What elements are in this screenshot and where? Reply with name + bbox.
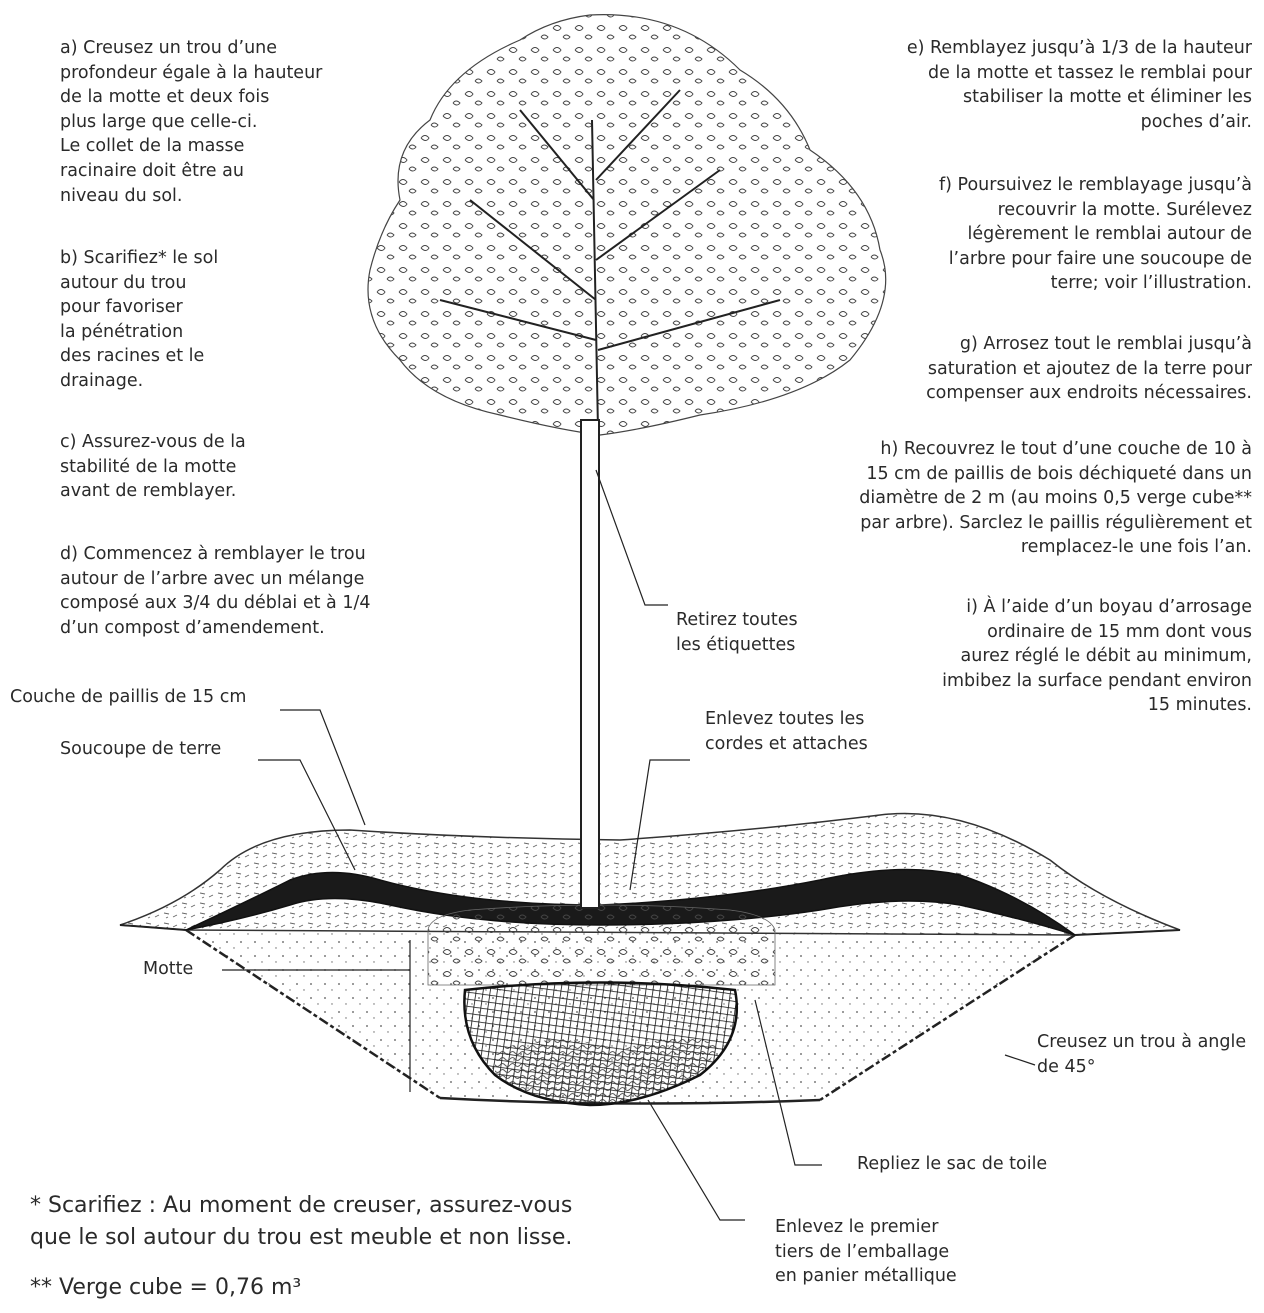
label-angle-45: Creusez un trou à angle de 45° — [1037, 1030, 1262, 1079]
footnote-verge-cube: ** Verge cube = 0,76 m³ — [30, 1272, 730, 1304]
root-mass — [428, 905, 775, 985]
tree-trunk — [581, 420, 599, 908]
step-h: h) Recouvrez le tout d’une couche de 10 … — [740, 437, 1252, 560]
step-f: f) Poursuivez le remblayage jusqu’à reco… — [800, 173, 1252, 296]
label-retirez-etiquettes: Retirez toutes les étiquettes — [676, 608, 856, 657]
label-repliez-sac: Repliez le sac de toile — [857, 1152, 1117, 1177]
step-c: c) Assurez-vous de la stabilité de la mo… — [60, 430, 390, 504]
label-panier-metallique: Enlevez le premier tiers de l’emballage … — [775, 1215, 995, 1289]
label-cordes-attaches: Enlevez toutes les cordes et attaches — [705, 707, 925, 756]
step-a: a) Creusez un trou d’une profondeur égal… — [60, 36, 390, 208]
step-g: g) Arrosez tout le remblai jusqu’à satur… — [800, 332, 1252, 406]
footnote-scarifiez: * Scarifiez : Au moment de creuser, assu… — [30, 1190, 730, 1254]
step-d: d) Commencez à remblayer le trou autour … — [60, 542, 440, 640]
label-couche-paillis: Couche de paillis de 15 cm — [10, 685, 310, 710]
label-motte: Motte — [143, 957, 223, 982]
step-i: i) À l’aide d’un boyau d’arrosage ordina… — [800, 595, 1252, 718]
step-e: e) Remblayez jusqu’à 1/3 de la hauteur d… — [800, 36, 1252, 134]
label-soucoupe-terre: Soucoupe de terre — [60, 737, 300, 762]
step-b: b) Scarifiez* le sol autour du trou pour… — [60, 246, 390, 394]
